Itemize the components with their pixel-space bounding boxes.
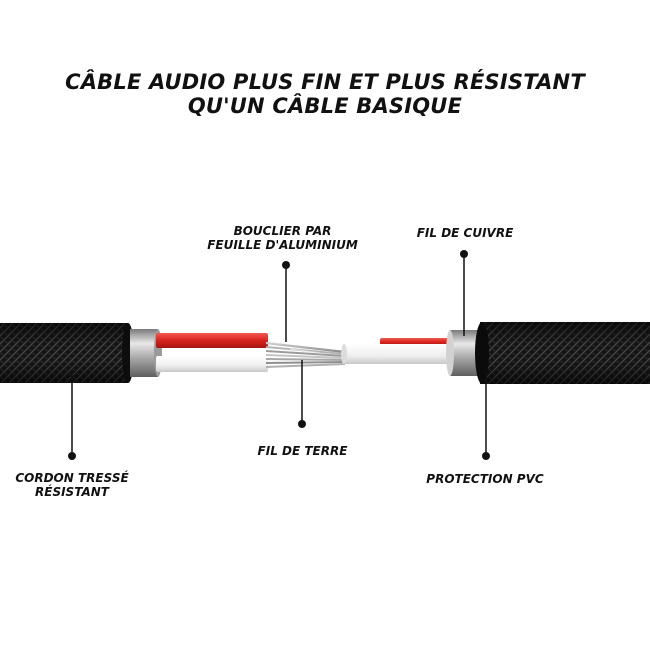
label-pvc-text: PROTECTION PVC (426, 472, 544, 486)
exposed-strands (265, 341, 346, 368)
label-braid-line-2: RÉSISTANT (35, 485, 109, 499)
label-copper-text: FIL DE CUIVRE (416, 226, 514, 240)
label-copper: FIL DE CUIVRE (395, 226, 535, 240)
callout-dot (460, 250, 468, 258)
left-braided-cable (0, 323, 134, 383)
left-white-wire (156, 356, 268, 372)
callout-dot (482, 452, 490, 460)
callout-copper (460, 250, 468, 336)
left-red-wire (156, 333, 268, 348)
label-shield-line-2: FEUILLE D'ALUMINIUM (207, 238, 358, 252)
label-ground-text: FIL DE TERRE (257, 444, 348, 458)
label-pvc: PROTECTION PVC (410, 472, 560, 486)
label-shield-line-1: BOUCLIER PAR (233, 224, 332, 238)
right-braided-cable (475, 322, 650, 384)
callout-dot (282, 261, 290, 269)
callout-pvc (482, 372, 490, 460)
headline: CÂBLE AUDIO PLUS FIN ET PLUS RÉSISTANT Q… (0, 70, 650, 118)
callout-shield (282, 261, 290, 342)
label-ground: FIL DE TERRE (240, 444, 365, 458)
callout-dot (68, 452, 76, 460)
callout-ground (298, 360, 306, 428)
callout-dot (298, 420, 306, 428)
headline-line-1: CÂBLE AUDIO PLUS FIN ET PLUS RÉSISTANT (65, 70, 585, 94)
right-white-wire (341, 344, 452, 364)
label-braid-line-1: CORDON TRESSÉ (15, 471, 129, 485)
label-braid: CORDON TRESSÉ RÉSISTANT (2, 471, 142, 499)
callout-braid (68, 375, 76, 460)
right-ferrule (446, 330, 478, 376)
label-shield: BOUCLIER PAR FEUILLE D'ALUMINIUM (190, 224, 375, 252)
headline-line-2: QU'UN CÂBLE BASIQUE (187, 94, 463, 118)
